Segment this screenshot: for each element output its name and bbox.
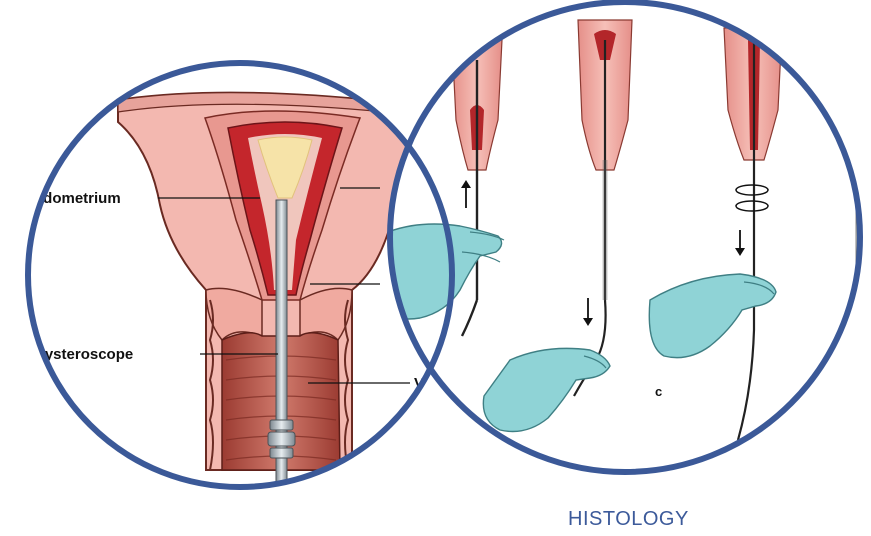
hysteroscopy-panel: ndometrium Hysteroscope Va — [28, 63, 452, 500]
step-label-c: c — [655, 384, 662, 399]
caption-histology: HISTOLOGY — [568, 508, 689, 531]
